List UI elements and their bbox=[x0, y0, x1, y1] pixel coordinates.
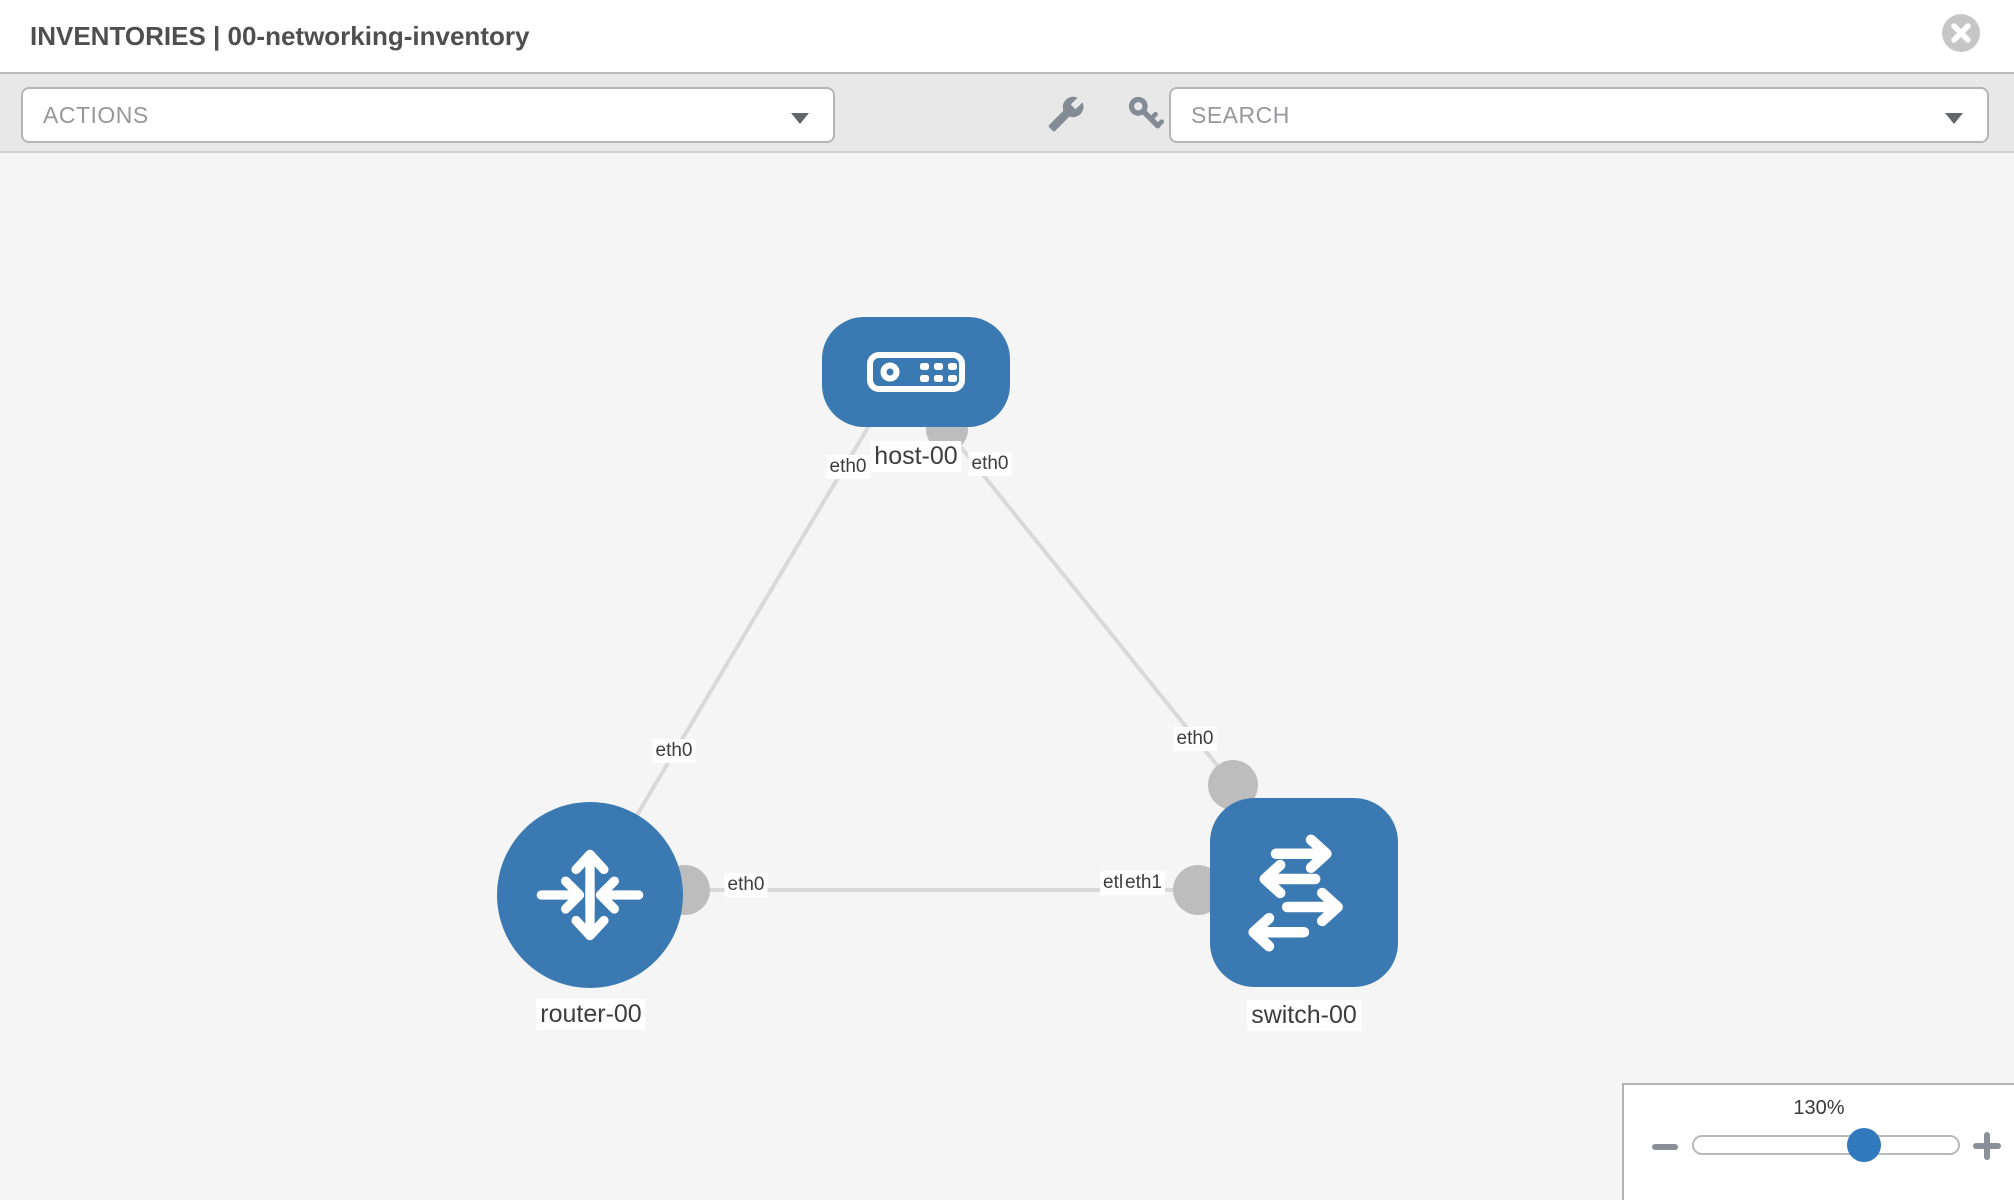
node-label-switch[interactable]: switch-00 bbox=[1247, 1000, 1361, 1031]
topology-canvas[interactable] bbox=[0, 153, 2014, 1200]
zoom-slider-thumb[interactable] bbox=[1847, 1128, 1881, 1162]
close-button[interactable] bbox=[1942, 14, 1980, 52]
server-icon bbox=[867, 352, 965, 392]
close-icon bbox=[1951, 23, 1971, 43]
credentials-button[interactable] bbox=[1122, 90, 1170, 138]
minus-icon bbox=[1652, 1144, 1678, 1150]
node-label-router[interactable]: router-00 bbox=[536, 999, 646, 1030]
iface-label-host-eth0-right: eth0 bbox=[968, 452, 1012, 476]
actions-dropdown-label: ACTIONS bbox=[43, 101, 149, 128]
zoom-slider[interactable] bbox=[1692, 1135, 1960, 1155]
toolbar: ACTIONS SEARCH bbox=[0, 72, 2014, 153]
edge-host-switch bbox=[945, 428, 1235, 787]
node-switch-00[interactable] bbox=[1210, 798, 1398, 987]
configure-button[interactable] bbox=[1042, 90, 1090, 138]
node-label-host[interactable]: host-00 bbox=[870, 441, 962, 472]
switch-arrows-icon bbox=[1248, 834, 1343, 951]
header: INVENTORIES | 00-networking-inventory bbox=[0, 0, 2014, 72]
chevron-down-icon bbox=[791, 113, 809, 124]
zoom-in-button[interactable] bbox=[1972, 1131, 2002, 1161]
interface-connectors bbox=[660, 409, 1258, 915]
node-router-00[interactable] bbox=[497, 802, 683, 988]
iface-label-router-eth0: eth0 bbox=[724, 873, 768, 897]
search-dropdown[interactable]: SEARCH bbox=[1169, 87, 1989, 143]
search-dropdown-label: SEARCH bbox=[1191, 101, 1290, 128]
iface-label-host-eth0-left: eth0 bbox=[826, 455, 870, 479]
zoom-out-button[interactable] bbox=[1650, 1133, 1680, 1159]
router-arrows-icon bbox=[536, 849, 644, 941]
key-icon bbox=[1128, 96, 1165, 129]
iface-label-switch-eth0-top: eth0 bbox=[1173, 727, 1217, 751]
node-host-00[interactable] bbox=[822, 317, 1010, 427]
iface-label-switch-eth1: eth1 bbox=[1122, 871, 1165, 895]
iface-label-router-eth0-top: eth0 bbox=[652, 739, 696, 763]
actions-dropdown[interactable]: ACTIONS bbox=[21, 87, 835, 143]
plus-icon bbox=[1984, 1132, 1990, 1160]
interface-connector[interactable] bbox=[1208, 760, 1258, 810]
edge-lines bbox=[635, 422, 1235, 892]
zoom-level-label: 130% bbox=[1793, 1097, 1845, 1119]
wrench-icon bbox=[1048, 96, 1084, 132]
zoom-panel: 130% bbox=[1622, 1083, 2014, 1200]
chevron-down-icon bbox=[1945, 113, 1963, 124]
page-title: INVENTORIES | 00-networking-inventory bbox=[30, 21, 530, 51]
